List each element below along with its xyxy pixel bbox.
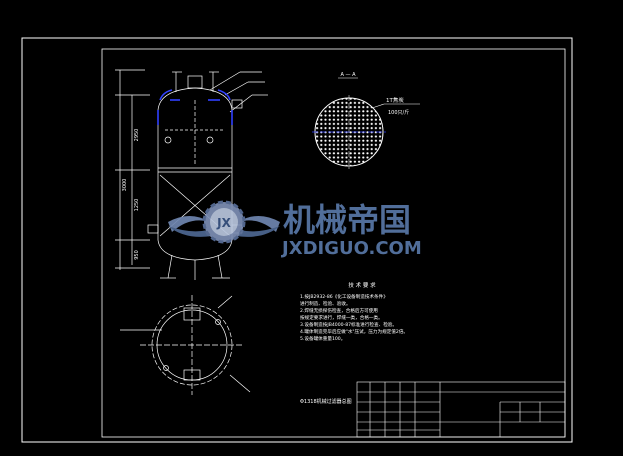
drawing-title: Φ1318机械过滤器总图 [300,398,352,405]
watermark-chinese: 机械帝国 [283,201,411,239]
tech-line: 2.焊缝无损探伤检查，合格后方可使用 [300,307,378,314]
perforated-plate [312,95,386,169]
watermark-url: JXDIGUO.COM [280,238,422,259]
outer-frame [21,37,573,443]
tech-requirements-list: 1.按JB2932-86《化工设备制造技术条件》 进行制造、检验、验收。 2.焊… [300,293,408,342]
inner-frame [101,48,566,438]
tech-line: 3.设备制造按JB4000-87标准进行检查、检验。 [300,321,397,328]
tech-requirements-title: 技 术 要 求 [348,281,376,289]
tech-line: 4.罐体制造完毕后应做"水"压试，压力为规定值2倍。 [300,328,408,335]
title-block [356,381,566,438]
tech-line: 5.设备罐体重量100。 [300,335,345,342]
dim-lower: 950 [134,250,140,260]
callout-label: 1T焦炭 [386,96,404,104]
vessel-blue-accents [157,89,233,125]
watermark-wing-left [168,216,210,232]
plan-view [120,295,251,395]
section-title: A — A [340,72,356,78]
dim-total: 3000 [122,179,128,192]
tech-line: 1.按JB2932-86《化工设备制造技术条件》 [300,293,388,300]
watermark-logo-text: JX [216,216,231,230]
dim-mid: 1250 [134,199,140,212]
tech-line: 按规定要求进行，焊缝一类，合格一类。 [300,314,383,321]
dim-upper: 2950 [134,129,140,142]
tech-line: 进行制造、检验、验收。 [300,300,351,307]
callout-sub: 100只/斤 [388,109,409,116]
watermark: JX 机械帝国 JXDIGUO.COM [168,200,422,259]
watermark-wing-right [238,216,280,232]
vessel-elevation [115,69,268,280]
